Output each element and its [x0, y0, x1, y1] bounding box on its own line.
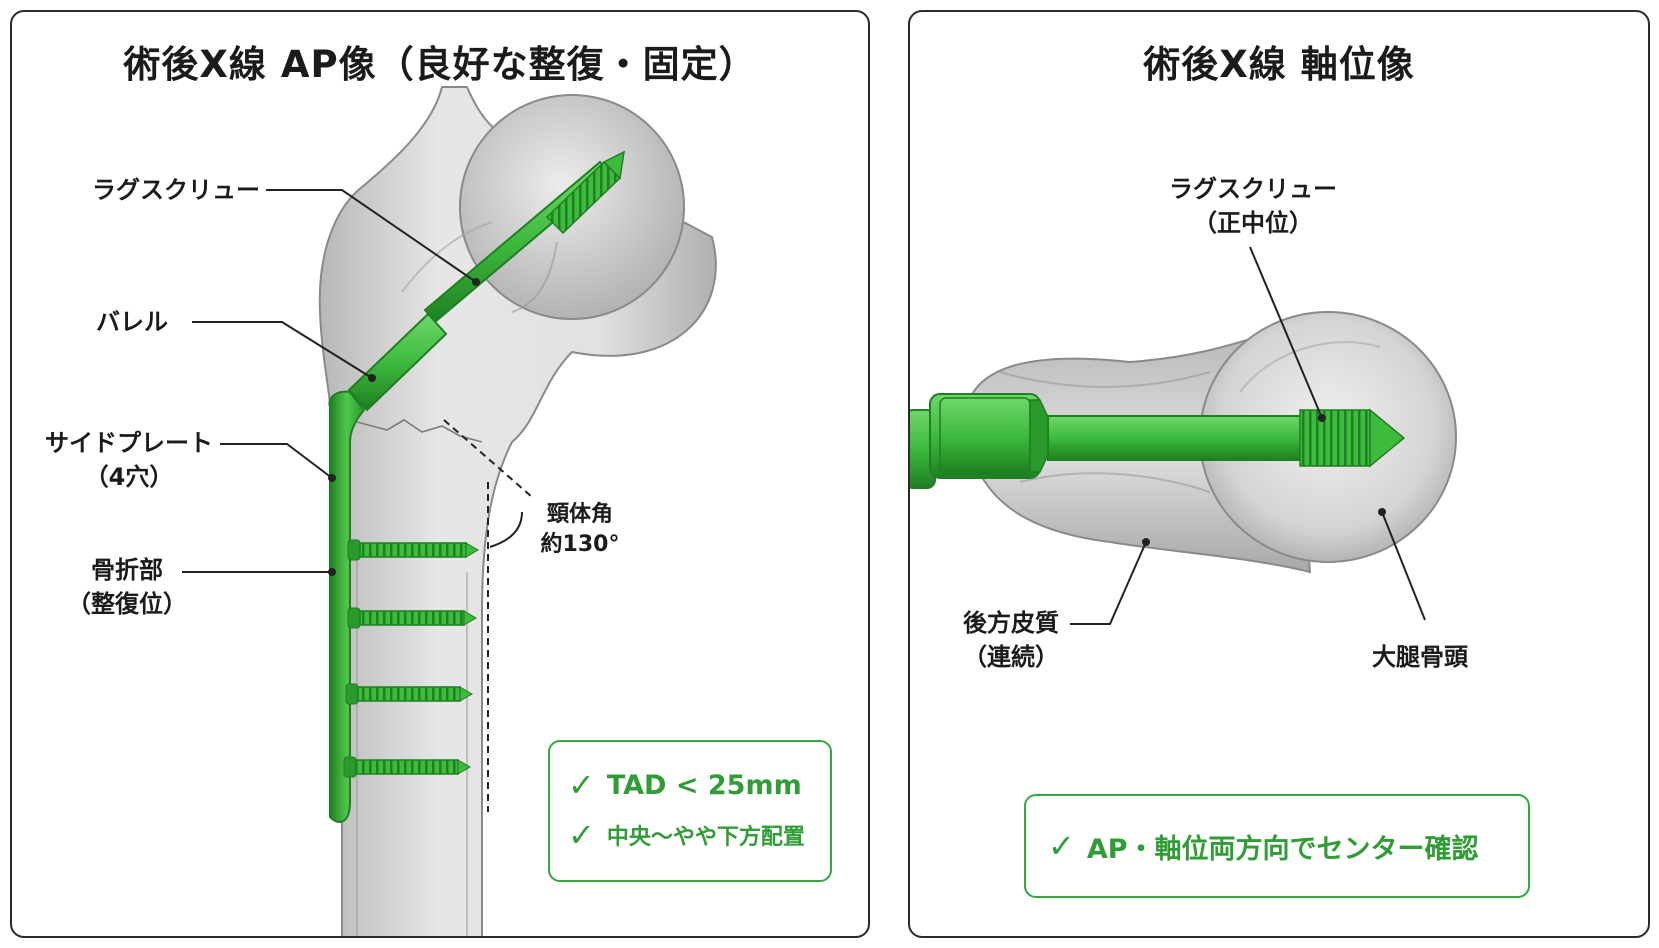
check-item: ✓ 中央〜やや下方配置	[568, 810, 812, 860]
neck-shaft-angle-marker	[443, 419, 533, 812]
label-side-plate-sub: （4穴）	[84, 463, 174, 491]
leader-line-femoral-head	[1381, 511, 1426, 621]
label-side-plate-text: サイドプレート	[45, 429, 213, 457]
axial-view-panel: 術後X線 軸位像 ラグスクリュー （正中位） 後方皮質 （連続） 大腿骨頭 ✓ …	[908, 10, 1650, 938]
label-neck-shaft-angle: 頸体角 約130°	[530, 500, 630, 560]
ap-view-title: 術後X線 AP像（良好な整復・固定）	[123, 43, 757, 86]
axial-view-illustration	[910, 246, 1457, 625]
fracture-line	[356, 419, 483, 443]
leader-lines	[182, 189, 477, 573]
label-fracture-site: 骨折部 （整復位）	[62, 553, 192, 621]
axial-view-title: 術後X線 軸位像	[1143, 43, 1415, 86]
leader-line-barrel	[192, 321, 373, 379]
label-lag-screw: ラグスクリュー	[92, 176, 260, 204]
cortical-screw	[347, 539, 479, 561]
label-neck-shaft-angle-text: 頸体角	[546, 502, 613, 527]
side-plate	[328, 390, 366, 823]
check-item: ✓ TAD < 25mm	[568, 760, 812, 810]
checkmark-icon: ✓	[1048, 827, 1075, 865]
ap-view-panel: 術後X線 AP像（良好な整復・固定） ラグスクリュー バレル サイドプレート （…	[10, 10, 870, 938]
label-posterior-cortex-text: 後方皮質	[963, 609, 1059, 637]
label-fracture-site-text: 骨折部	[91, 556, 163, 584]
check-item-text: 中央〜やや下方配置	[606, 825, 805, 850]
axial-check-box: ✓ AP・軸位両方向でセンター確認	[1024, 794, 1530, 898]
check-item: ✓ AP・軸位両方向でセンター確認	[1048, 827, 1479, 866]
lag-screw-thread	[1299, 409, 1371, 467]
checkmark-icon: ✓	[568, 766, 595, 804]
label-axial-lag-screw: ラグスクリュー （正中位）	[1158, 172, 1348, 240]
checkmark-icon: ✓	[568, 816, 595, 854]
label-axial-lag-screw-text: ラグスクリュー	[1169, 175, 1337, 203]
label-posterior-cortex: 後方皮質 （連続）	[946, 606, 1076, 674]
leader-lines	[1070, 246, 1426, 625]
leader-line-side-plate	[220, 443, 333, 479]
label-fracture-site-sub: （整復位）	[67, 590, 187, 618]
label-posterior-cortex-sub: （連続）	[963, 643, 1059, 671]
label-neck-shaft-angle-value: 約130°	[540, 532, 620, 557]
label-barrel: バレル	[96, 308, 168, 336]
label-axial-lag-screw-sub: （正中位）	[1193, 209, 1313, 237]
cortical-screw	[343, 756, 471, 778]
label-femoral-head: 大腿骨頭	[1372, 643, 1468, 671]
ap-view-illustration	[182, 86, 717, 936]
cortical-screw	[345, 683, 473, 705]
barrel	[347, 312, 448, 412]
label-side-plate: サイドプレート （4穴）	[40, 426, 218, 494]
leader-line-lag-screw	[1249, 246, 1323, 419]
cortical-screw	[347, 607, 477, 629]
dynamic-hip-screw-implant	[328, 150, 625, 823]
leader-line-posterior-cortex	[1070, 541, 1147, 625]
leader-line-lag-screw	[266, 189, 477, 283]
axial-lag-screw	[910, 393, 1406, 489]
lag-screw-shaft	[1047, 415, 1309, 461]
check-item-text: TAD < 25mm	[606, 769, 802, 801]
check-item-text: AP・軸位両方向でセンター確認	[1086, 833, 1479, 865]
ap-check-box: ✓ TAD < 25mm ✓ 中央〜やや下方配置	[548, 740, 832, 882]
